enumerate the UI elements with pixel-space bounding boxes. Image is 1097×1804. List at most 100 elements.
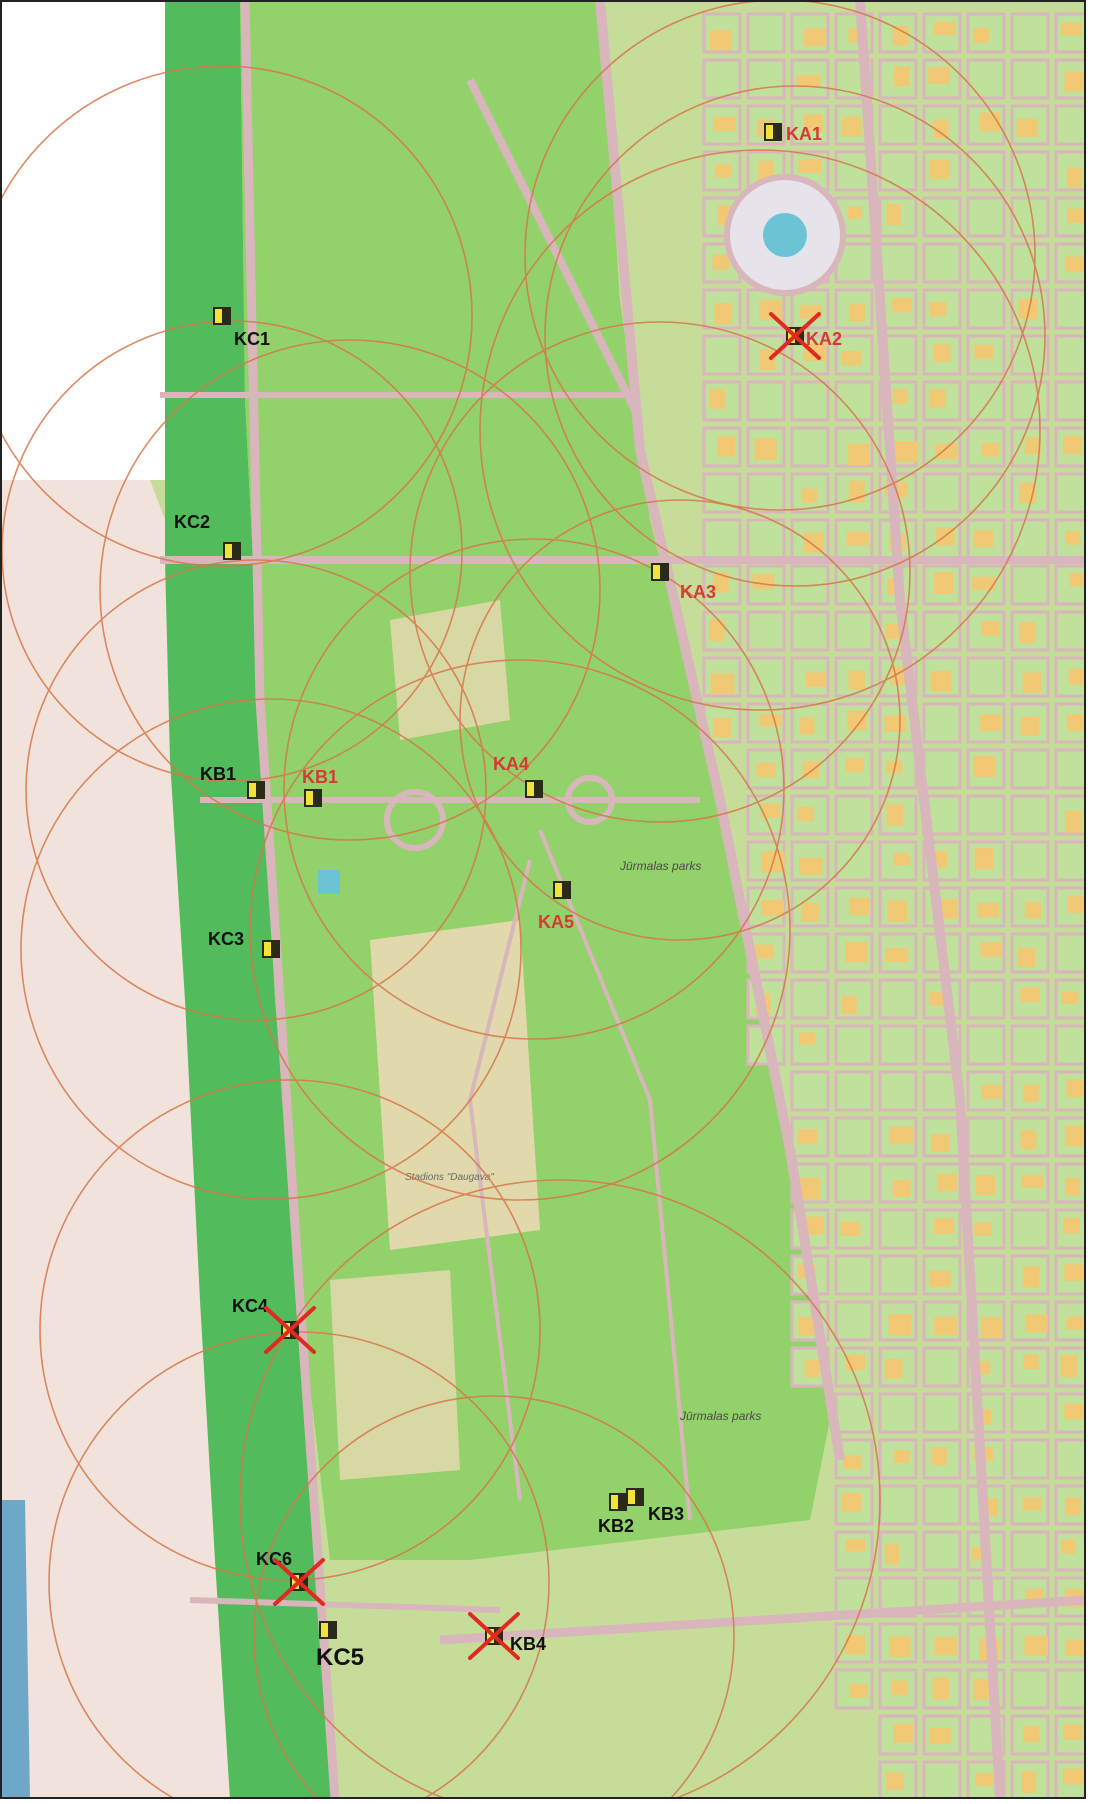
city-block [790,426,830,468]
building [845,1635,866,1655]
city-block [878,1208,918,1250]
station-kb1[interactable]: KB1 [200,764,265,799]
building [841,351,861,366]
city-block [1010,380,1050,422]
city-block [1010,610,1050,652]
sand-area [370,920,540,1250]
station-kb2[interactable]: KB2 [598,1493,634,1536]
building [887,900,908,922]
city-block [746,656,786,698]
station-kc2[interactable]: KC2 [174,512,241,560]
building [756,762,776,778]
city-block [702,518,742,560]
station-ka2[interactable]: KA2 [769,312,842,360]
roads [160,0,1086,1799]
station-marker-shade [773,124,781,140]
station-ka5[interactable]: KA5 [538,881,574,932]
roundabout-east [565,775,615,825]
building [929,301,947,317]
city-block [966,656,1006,698]
building [848,670,865,690]
station-label: KA4 [493,754,529,774]
station-marker-shade [618,1494,626,1510]
building [754,944,774,959]
building [974,1222,992,1236]
coverage-ring-extra-6 [459,499,901,941]
removed-cross-icon [264,1306,316,1354]
building [1060,1355,1077,1378]
building [891,1680,908,1696]
city-block [790,748,830,790]
station-kb4[interactable]: KB4 [468,1612,546,1660]
building [1065,1497,1081,1516]
building [975,1175,996,1195]
building [1066,1316,1086,1330]
coverage-ring-extra-2 [479,149,1041,711]
station-ka3[interactable]: KA3 [651,563,716,602]
city-block [1010,1668,1050,1710]
station-ka4[interactable]: KA4 [493,754,543,798]
building [1020,987,1040,1003]
building [886,803,903,826]
building [928,67,950,84]
building [1065,1125,1086,1147]
city-block [878,978,918,1020]
city-block [1054,472,1086,514]
building [981,1084,1003,1099]
building [974,344,994,359]
city-block [834,1070,874,1112]
city-block [746,472,786,514]
station-kc6[interactable]: KC6 [256,1549,325,1606]
station-kb1b[interactable]: KB1 [302,767,338,807]
building [1065,530,1081,545]
city-block [878,242,918,284]
station-kc5[interactable]: KC5 [316,1621,364,1671]
building [799,1032,816,1045]
station-kb3[interactable]: KB3 [626,1488,684,1524]
city-block [746,58,786,100]
station-kc1[interactable]: KC1 [213,307,270,349]
building [893,852,910,865]
coverage-ring-extra-3 [249,659,791,1201]
station-ka1[interactable]: KA1 [764,123,822,144]
building [760,803,780,818]
building [847,710,867,731]
coverage-ring-kb4 [253,1395,735,1804]
building [841,995,857,1015]
plaza-area-south [330,1270,460,1480]
station-label: KB1 [200,764,236,784]
building [712,254,730,270]
station-kc4[interactable]: KC4 [232,1296,316,1354]
coverage-ring-extra-4 [239,1179,881,1804]
building [885,948,909,963]
city-block [922,702,962,744]
removed-cross-icon [769,312,821,360]
building [797,1129,818,1145]
station-label: KA3 [680,582,716,602]
building [848,897,870,916]
city-block [1054,1208,1086,1250]
building [974,848,994,870]
station-marker-shade [256,782,264,798]
city-block [1054,104,1086,146]
station-marker-shade [660,564,668,580]
station-label: KC5 [316,1644,364,1671]
building [1064,71,1084,92]
station-marker-shade [299,1574,307,1590]
building [712,572,729,593]
station-kc3[interactable]: KC3 [208,929,280,958]
building [758,160,774,181]
building [1025,1314,1048,1333]
station-marker-shade [534,781,542,797]
city-block [1054,288,1086,330]
coverage-ring-kb1 [25,559,487,1021]
building [1018,298,1038,319]
building [975,1773,993,1786]
building [845,1539,866,1552]
station-marker-shade [562,882,570,898]
city-block [1010,1024,1050,1066]
city-block [746,12,786,54]
